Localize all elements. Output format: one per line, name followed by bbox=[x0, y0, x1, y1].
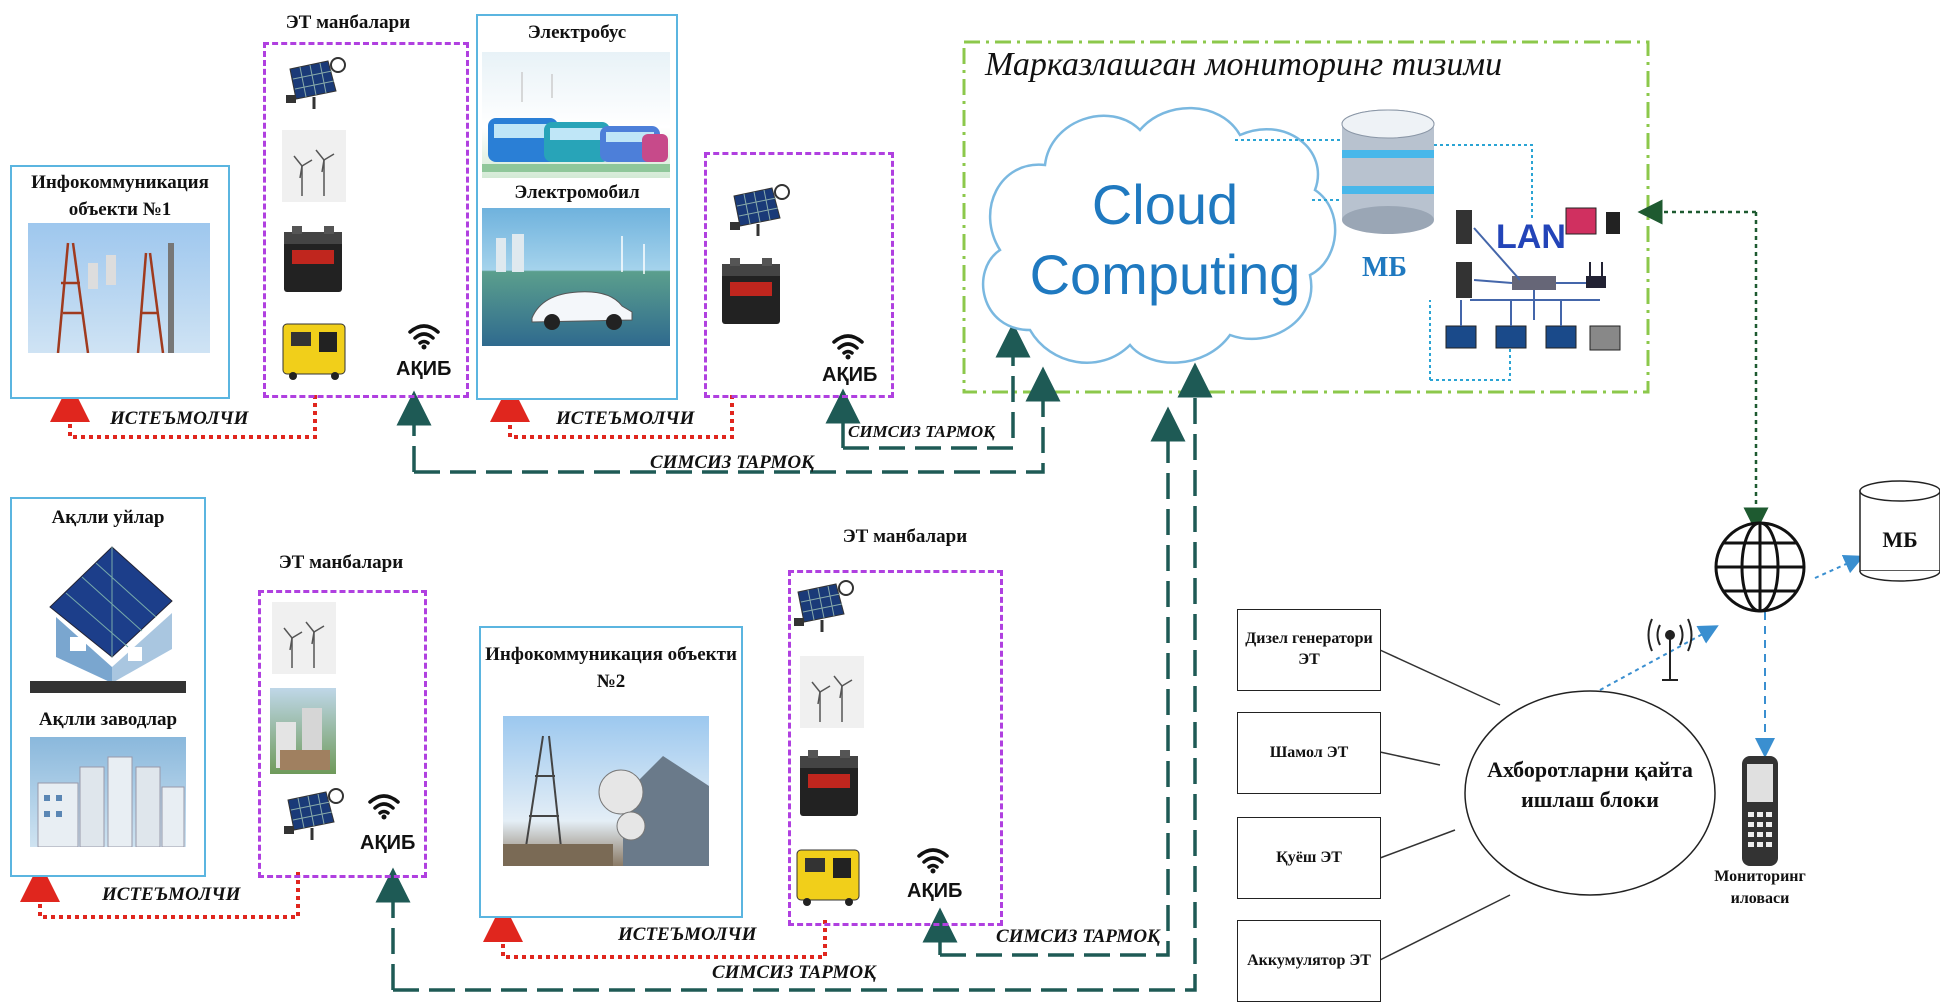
mobile-phone-icon bbox=[1742, 756, 1778, 866]
input-accumulator: Аккумулятор ЭТ bbox=[1237, 920, 1381, 1002]
electrobus-image bbox=[482, 52, 670, 178]
akib-label-3: АҚИБ bbox=[360, 832, 416, 854]
telecom-tower-image bbox=[28, 223, 210, 353]
wind-turbines-icon bbox=[282, 130, 346, 202]
electromobil-image bbox=[482, 208, 670, 346]
solar-panel-icon bbox=[284, 55, 350, 111]
wind-turbines-icon bbox=[272, 602, 336, 674]
battery-icon bbox=[280, 222, 346, 296]
diesel-generator-icon bbox=[279, 318, 349, 380]
consumer-label-4: ИСТЕЪМОЛЧИ bbox=[618, 924, 757, 945]
database-icon-right bbox=[1859, 480, 1940, 582]
wifi-icon bbox=[915, 844, 951, 874]
wireless-label-4: СИМСИЗ ТАРМОҚ bbox=[712, 962, 876, 983]
globe-icon bbox=[1714, 521, 1806, 613]
diesel-generator-icon bbox=[793, 844, 863, 906]
infocom-object-1-label: Инфокоммуникация объекти №1 bbox=[31, 172, 209, 220]
akib-label-2: АҚИБ bbox=[822, 364, 878, 386]
wind-turbines-icon bbox=[800, 656, 864, 728]
power-plant-icon bbox=[270, 688, 336, 774]
lan-network-icon bbox=[1445, 207, 1621, 351]
sources-title-bottom-left: ЭТ манбалари bbox=[278, 552, 404, 573]
infocom-object-2-card: Инфокоммуникация объекти №2 bbox=[479, 626, 743, 918]
processing-block-ellipse bbox=[1464, 690, 1716, 896]
infocom-object-2-label: Инфокоммуникация объекти №2 bbox=[485, 644, 737, 692]
ev-card: Электробус Электромобил bbox=[476, 14, 678, 400]
database-icon-cloud bbox=[1341, 109, 1435, 234]
consumer-label-1: ИСТЕЪМОЛЧИ bbox=[110, 408, 249, 429]
consumer-lines bbox=[20, 382, 827, 959]
wifi-icon bbox=[830, 330, 866, 360]
wireless-label-1: СИМСИЗ ТАРМОҚ bbox=[848, 422, 995, 441]
energy-sources-box-4 bbox=[788, 570, 1003, 926]
monitoring-db-label: МБ bbox=[1362, 252, 1407, 283]
wireless-label-2: СИМСИЗ ТАРМОҚ bbox=[650, 452, 814, 473]
wifi-icon bbox=[406, 320, 442, 350]
antenna-icon bbox=[1647, 618, 1693, 681]
right-db-label: МБ bbox=[1882, 527, 1918, 552]
monitoring-app-label: Мониторинг иловаси bbox=[1714, 868, 1806, 907]
energy-sources-box-2 bbox=[704, 152, 894, 398]
input-solar: Қуёш ЭТ bbox=[1237, 817, 1381, 899]
akib-label-1: АҚИБ bbox=[396, 358, 452, 380]
smart-objects-card: Ақлли уйлар Ақлли заводлар bbox=[10, 497, 206, 877]
battery-icon bbox=[718, 254, 784, 328]
consumer-label-2: ИСТЕЪМОЛЧИ bbox=[556, 408, 695, 429]
solar-panel-icon bbox=[282, 786, 348, 842]
electrobus-label: Электробус bbox=[527, 22, 627, 43]
cloud-shape bbox=[981, 106, 1337, 364]
input-wind: Шамол ЭТ bbox=[1237, 712, 1381, 794]
solar-panel-icon bbox=[792, 578, 858, 634]
akib-label-4: АҚИБ bbox=[907, 880, 963, 902]
sources-title-top-left: ЭТ манбалари bbox=[285, 12, 411, 33]
consumer-label-3: ИСТЕЪМОЛЧИ bbox=[102, 884, 241, 905]
telecom-dish-image bbox=[503, 716, 709, 866]
wireless-label-3: СИМСИЗ ТАРМОҚ bbox=[996, 926, 1160, 947]
input-diesel-generator: Дизел генератори ЭТ bbox=[1237, 609, 1381, 691]
wifi-icon bbox=[366, 790, 402, 820]
lan-label: LAN bbox=[1496, 218, 1566, 256]
processing-block-label: Ахборотларни қайта ишлаш блоки bbox=[1487, 757, 1693, 812]
energy-sources-box-1 bbox=[263, 42, 469, 398]
wireless-lines bbox=[375, 322, 1213, 992]
cloud-computing-label: Cloud Computing bbox=[1020, 170, 1310, 310]
energy-sources-box-3 bbox=[258, 590, 427, 878]
cloud-line-1: Cloud bbox=[1091, 173, 1239, 236]
solar-panel-icon bbox=[728, 182, 794, 238]
image-caption-strip bbox=[30, 681, 186, 693]
smart-factories-label: Ақлли заводлар bbox=[38, 709, 178, 730]
smart-homes-label: Ақлли уйлар bbox=[51, 507, 165, 528]
battery-icon bbox=[796, 746, 862, 820]
infocom-object-1-card: Инфокоммуникация объекти №1 bbox=[10, 165, 230, 399]
smart-factory-image bbox=[30, 737, 186, 847]
cloud-line-2: Computing bbox=[1029, 243, 1301, 306]
sources-title-bottom-right: ЭТ манбалари bbox=[842, 526, 968, 547]
electromobil-label: Электромобил bbox=[514, 182, 640, 203]
monitoring-title: Марказлашган мониторинг тизими bbox=[985, 46, 1503, 83]
smart-home-image bbox=[36, 537, 180, 685]
